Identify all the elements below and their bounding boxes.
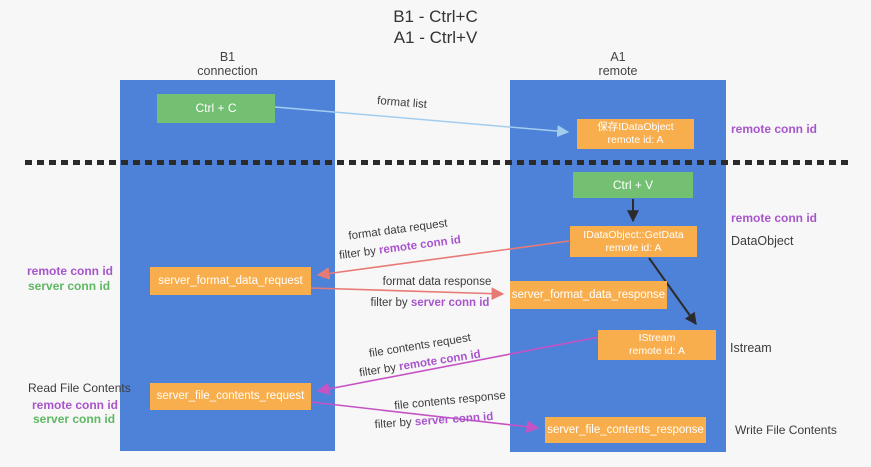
dataobject-label: DataObject xyxy=(731,234,794,248)
lifeline-a1-name: A1 xyxy=(610,50,626,64)
node-server-file-contents-request-label: server_file_contents_request xyxy=(156,390,305,402)
node-ctrl-c-label: Ctrl + C xyxy=(195,101,237,115)
node-ctrl-v: Ctrl + V xyxy=(573,172,693,198)
remote-conn-id-text: remote conn id xyxy=(378,234,462,257)
right-top-remote-conn-id-label: remote conn id xyxy=(731,122,818,136)
server-conn-id-text: server conn id xyxy=(410,297,490,309)
node-server-file-contents-request: server_file_contents_request xyxy=(150,383,311,410)
node-idataobject-getdata: IDataObject::GetData remote id: A xyxy=(570,226,697,257)
lifeline-header-a1: A1 remote xyxy=(510,50,726,78)
format-data-response-arrow xyxy=(310,287,505,301)
node-istream-line1: IStream xyxy=(638,332,676,344)
filter-by-server-conn-id-label-1: filter by server conn id xyxy=(371,297,490,309)
left-bottom-remote-conn-id-label: remote conn id xyxy=(32,398,119,412)
node-server-format-data-request-label: server_format_data_request xyxy=(158,274,303,287)
node-idataobject-getdata-line2: remote id: A xyxy=(605,241,662,254)
filter-by-text: filter by xyxy=(374,416,416,432)
node-istream-line2: remote id: A xyxy=(628,345,686,357)
istream-label: Istream xyxy=(730,341,772,355)
filter-by-text: filter by xyxy=(358,361,401,380)
diagram-title: B1 - Ctrl+C A1 - Ctrl+V xyxy=(0,6,871,48)
node-server-file-contents-response: server_file_contents_response xyxy=(545,417,706,443)
node-idataobject-getdata-line1: IDataObject::GetData xyxy=(583,228,684,241)
lifeline-a1-role: remote xyxy=(598,64,638,78)
node-server-format-data-request: server_format_data_request xyxy=(150,267,311,295)
lifeline-b1-role: connection xyxy=(197,64,258,78)
write-file-contents-label: Write File Contents xyxy=(735,423,837,437)
server-conn-id-text: server conn id xyxy=(414,410,494,429)
title-line-2: A1 - Ctrl+V xyxy=(393,28,478,47)
title-line-1: B1 - Ctrl+C xyxy=(393,7,478,26)
filter-by-text: filter by xyxy=(370,297,411,309)
node-save-idataobject-line2: remote id: A xyxy=(607,134,664,146)
node-server-format-data-response-label: server_format_data_response xyxy=(511,288,666,301)
file-contents-response-label: file contents response xyxy=(393,389,507,413)
node-istream: IStream remote id: A xyxy=(598,330,716,360)
lifeline-header-b1: B1 connection xyxy=(120,50,335,78)
format-data-response-label: format data response xyxy=(382,276,492,288)
node-ctrl-c: Ctrl + C xyxy=(157,94,275,123)
left-bottom-server-conn-id-label: server conn id xyxy=(33,412,116,426)
node-server-file-contents-response-label: server_file_contents_response xyxy=(547,423,704,436)
node-save-idataobject: 保存IDataObject remote id: A xyxy=(577,119,694,149)
node-ctrl-v-label: Ctrl + V xyxy=(612,177,654,192)
filter-by-server-conn-id-label-2: filter by server conn id xyxy=(374,411,493,431)
read-file-contents-label: Read File Contents xyxy=(28,381,131,395)
copy-paste-divider xyxy=(25,160,848,165)
node-server-format-data-response: server_format_data_response xyxy=(510,281,667,309)
left-mid-server-conn-id-label: server conn id xyxy=(28,279,111,293)
node-save-idataobject-line1: 保存IDataObject xyxy=(597,121,674,133)
right-mid-remote-conn-id-label: remote conn id xyxy=(731,211,818,225)
left-mid-remote-conn-id-label: remote conn id xyxy=(27,264,114,278)
format-list-label: format list xyxy=(376,95,428,111)
filter-by-text: filter by xyxy=(338,244,380,262)
lifeline-b1-name: B1 xyxy=(219,50,236,64)
